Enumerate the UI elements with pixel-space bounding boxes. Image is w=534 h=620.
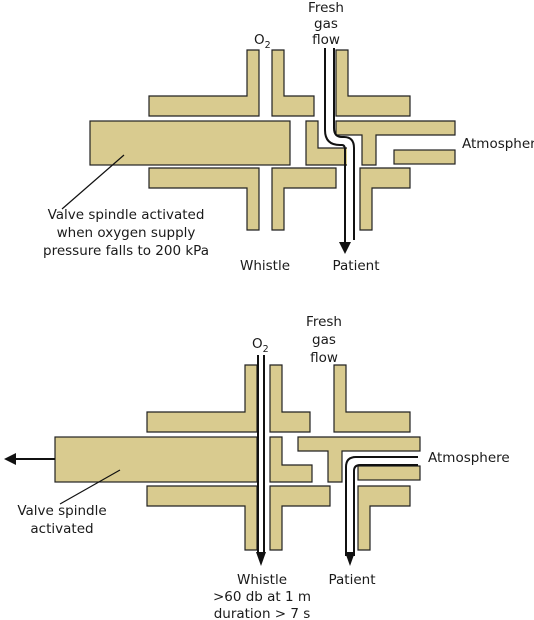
bottom-whistle-label-line3: duration > 7 s — [214, 606, 311, 620]
top-spindle-note-line1: Valve spindle activated — [48, 207, 205, 223]
bottom-lower-mid-block — [269, 485, 331, 551]
bottom-atmosphere-label: Atmosphere — [428, 450, 510, 466]
top-spindle-leader-line — [61, 154, 125, 210]
bottom-lower-right-block — [357, 485, 411, 551]
top-fresh-label-line2: gas — [314, 16, 338, 32]
bottom-fresh-label-line2: gas — [312, 332, 336, 348]
bottom-spindle-leader-line — [59, 469, 121, 505]
top-o2-label: O2 — [254, 32, 271, 51]
bottom-upper-left-block — [146, 364, 258, 433]
top-atmosphere-lower-block — [393, 149, 456, 165]
bottom-patient-arrowhead — [345, 552, 355, 566]
top-atmosphere-upper-block — [335, 120, 456, 166]
top-valve-spindle — [89, 120, 291, 166]
top-atmosphere-label: Atmosphere — [462, 136, 534, 152]
top-lower-mid-block — [271, 167, 337, 231]
bottom-atmosphere-lower-block — [357, 465, 421, 481]
bottom-patient-label: Patient — [328, 572, 375, 588]
top-fresh-gas-flow-arrow — [324, 48, 351, 254]
bottom-atmosphere-upper-block — [297, 436, 421, 483]
top-upper-left-block — [148, 49, 260, 117]
bottom-o2-arrowhead — [256, 552, 266, 566]
bottom-valve — [4, 355, 421, 566]
bottom-atmosphere-flow-arrow-bottom — [353, 464, 418, 556]
top-upper-mid-block — [271, 49, 315, 117]
top-upper-right-block — [335, 49, 411, 117]
bottom-fresh-label-line3: flow — [310, 350, 338, 366]
bottom-o2-label: O2 — [252, 336, 269, 355]
top-spindle-note-line2: when oxygen supply — [57, 225, 196, 241]
top-patient-label: Patient — [332, 258, 379, 274]
top-lower-left-block — [148, 167, 260, 231]
top-lower-right-block — [359, 167, 411, 231]
bottom-spindle-note-line2: activated — [30, 521, 93, 537]
bottom-spindle-note-line1: Valve spindle — [17, 503, 106, 519]
top-fresh-gas-flow-arrow-edge — [333, 48, 355, 240]
bottom-fresh-label-line1: Fresh — [306, 314, 342, 330]
bottom-atmosphere-flow-arrow-top — [345, 456, 418, 556]
bottom-inner-step-block — [269, 436, 313, 483]
top-fresh-label-line1: Fresh — [308, 0, 344, 16]
bottom-lower-left-block — [146, 485, 258, 551]
bottom-whistle-label-line2: >60 db at 1 m — [213, 589, 311, 605]
bottom-upper-mid-block — [269, 364, 311, 433]
top-fresh-label-line3: flow — [312, 32, 340, 48]
top-whistle-label: Whistle — [240, 258, 290, 274]
bottom-whistle-label-line1: Whistle — [237, 572, 287, 588]
bottom-upper-right-block — [333, 364, 411, 433]
bottom-valve-spindle — [54, 436, 258, 483]
top-valve — [61, 48, 456, 254]
top-spindle-note-line3: pressure falls to 200 kPa — [43, 243, 209, 259]
